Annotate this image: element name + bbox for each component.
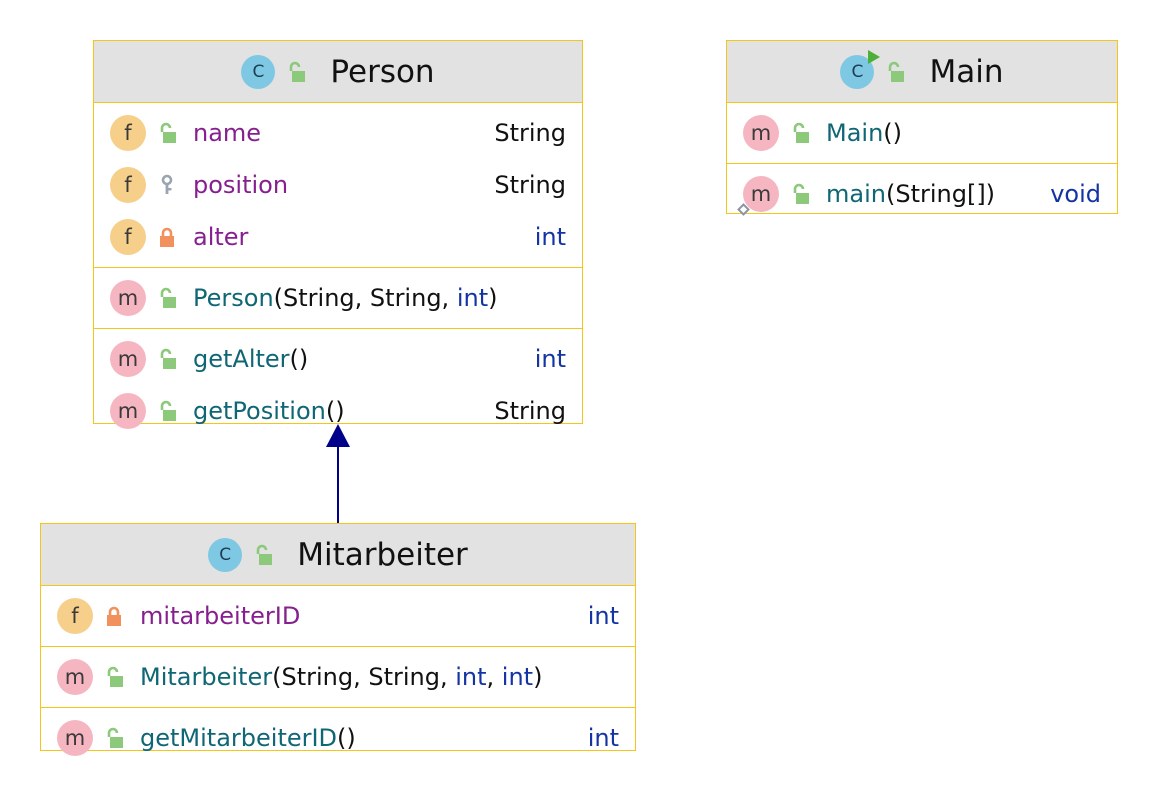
method-return-type: void	[1050, 180, 1101, 208]
method-icon: m	[110, 393, 146, 429]
field-type: int	[587, 602, 619, 630]
method-row[interactable]: m getMitarbeiterID() int	[41, 712, 635, 764]
field-icon: f	[110, 219, 146, 255]
method-signature: getAlter()	[193, 345, 309, 373]
static-icon	[737, 203, 750, 216]
constructors-section: m Main()	[727, 103, 1117, 163]
field-type: int	[534, 223, 566, 251]
class-icon: C	[840, 49, 881, 89]
field-row[interactable]: f alter int	[94, 211, 582, 263]
method-row[interactable]: m main(String[]) void	[727, 168, 1117, 220]
method-icon: m	[110, 280, 146, 316]
field-row[interactable]: f position String	[94, 159, 582, 211]
method-row[interactable]: m getAlter() int	[94, 333, 582, 385]
inheritance-arrowhead	[326, 424, 350, 447]
field-name: alter	[193, 223, 249, 251]
public-lock-icon	[883, 61, 907, 83]
class-name: Mitarbeiter	[297, 536, 468, 573]
method-icon: m	[737, 176, 779, 216]
constructor-signature: Main()	[826, 119, 903, 147]
public-lock-icon	[155, 122, 179, 144]
field-type: String	[494, 119, 566, 147]
field-name: name	[193, 119, 262, 147]
public-lock-icon	[102, 727, 126, 749]
methods-section: m main(String[]) void	[727, 163, 1117, 224]
class-mitarbeiter[interactable]: C Mitarbeiter f mitarbeiterID int m Mita…	[40, 523, 636, 756]
class-person[interactable]: C Person f name String f position String…	[93, 40, 583, 429]
private-lock-icon	[155, 226, 179, 248]
field-icon: f	[57, 598, 93, 634]
package-key-icon	[155, 174, 179, 196]
constructor-row[interactable]: m Mitarbeiter(String, String, int, int)	[41, 651, 635, 703]
constructor-row[interactable]: m Person(String, String, int)	[94, 272, 582, 324]
public-lock-icon	[155, 400, 179, 422]
method-return-type: String	[494, 397, 566, 425]
methods-section: m getMitarbeiterID() int	[41, 707, 635, 768]
methods-section: m getAlter() int m getPosition() String	[94, 328, 582, 441]
fields-section: f mitarbeiterID int	[41, 586, 635, 646]
constructor-signature: Person(String, String, int)	[193, 284, 498, 312]
method-icon: m	[57, 720, 93, 756]
class-main[interactable]: C Main m Main() m main(String[]) void	[726, 40, 1118, 216]
public-lock-icon	[102, 666, 126, 688]
method-signature: getMitarbeiterID()	[140, 724, 356, 752]
constructors-section: m Mitarbeiter(String, String, int, int)	[41, 646, 635, 707]
fields-section: f name String f position String f alter …	[94, 103, 582, 267]
field-name: mitarbeiterID	[140, 602, 301, 630]
method-signature: getPosition()	[193, 397, 345, 425]
class-header: C Mitarbeiter	[41, 524, 635, 586]
class-icon: C	[241, 54, 276, 89]
field-type: String	[494, 171, 566, 199]
public-lock-icon	[788, 122, 812, 144]
public-lock-icon	[788, 183, 812, 205]
public-lock-icon	[155, 287, 179, 309]
field-row[interactable]: f name String	[94, 107, 582, 159]
public-lock-icon	[284, 61, 308, 83]
field-icon: f	[110, 115, 146, 151]
class-name: Main	[929, 53, 1004, 90]
method-icon: m	[110, 341, 146, 377]
field-icon: f	[110, 167, 146, 203]
run-icon	[868, 49, 881, 64]
constructor-row[interactable]: m Main()	[727, 107, 1117, 159]
public-lock-icon	[251, 544, 275, 566]
method-row[interactable]: m getPosition() String	[94, 385, 582, 437]
constructor-signature: Mitarbeiter(String, String, int, int)	[140, 663, 543, 691]
method-icon: m	[57, 659, 93, 695]
private-lock-icon	[102, 605, 126, 627]
class-icon: C	[208, 537, 243, 572]
field-row[interactable]: f mitarbeiterID int	[41, 590, 635, 642]
method-icon: m	[743, 115, 779, 151]
class-header: C Person	[94, 41, 582, 103]
class-name: Person	[330, 53, 435, 90]
field-name: position	[193, 171, 289, 199]
constructors-section: m Person(String, String, int)	[94, 267, 582, 328]
class-header: C Main	[727, 41, 1117, 103]
method-signature: main(String[])	[826, 180, 996, 208]
method-return-type: int	[587, 724, 619, 752]
public-lock-icon	[155, 348, 179, 370]
method-return-type: int	[534, 345, 566, 373]
